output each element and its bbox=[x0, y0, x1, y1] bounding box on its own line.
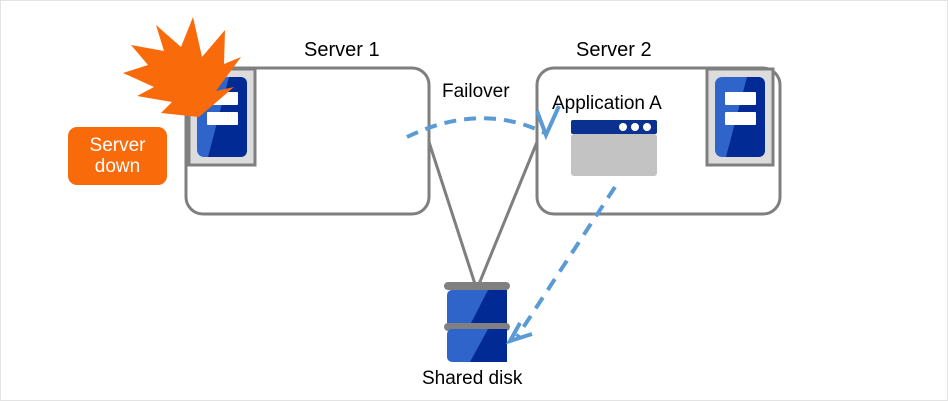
server2-disk-link bbox=[477, 141, 539, 285]
server1-disk-link bbox=[427, 141, 477, 285]
server2-machine-icon bbox=[705, 67, 775, 167]
failover-label: Failover bbox=[442, 81, 510, 102]
server-down-line2: down bbox=[94, 156, 141, 177]
app-to-disk-arrow bbox=[505, 185, 617, 345]
server-down-badge: Server down bbox=[68, 127, 167, 185]
shared-disk-label: Shared disk bbox=[422, 368, 523, 389]
server2-title: Server 2 bbox=[576, 39, 652, 61]
application-window-icon bbox=[571, 120, 657, 176]
shared-disk-icon bbox=[444, 282, 510, 362]
server-down-line1: Server bbox=[89, 134, 146, 156]
failover-arrow bbox=[406, 105, 561, 141]
server1-title: Server 1 bbox=[304, 39, 380, 61]
failure-burst-icon bbox=[123, 17, 241, 117]
application-a-label: Application A bbox=[552, 93, 662, 114]
